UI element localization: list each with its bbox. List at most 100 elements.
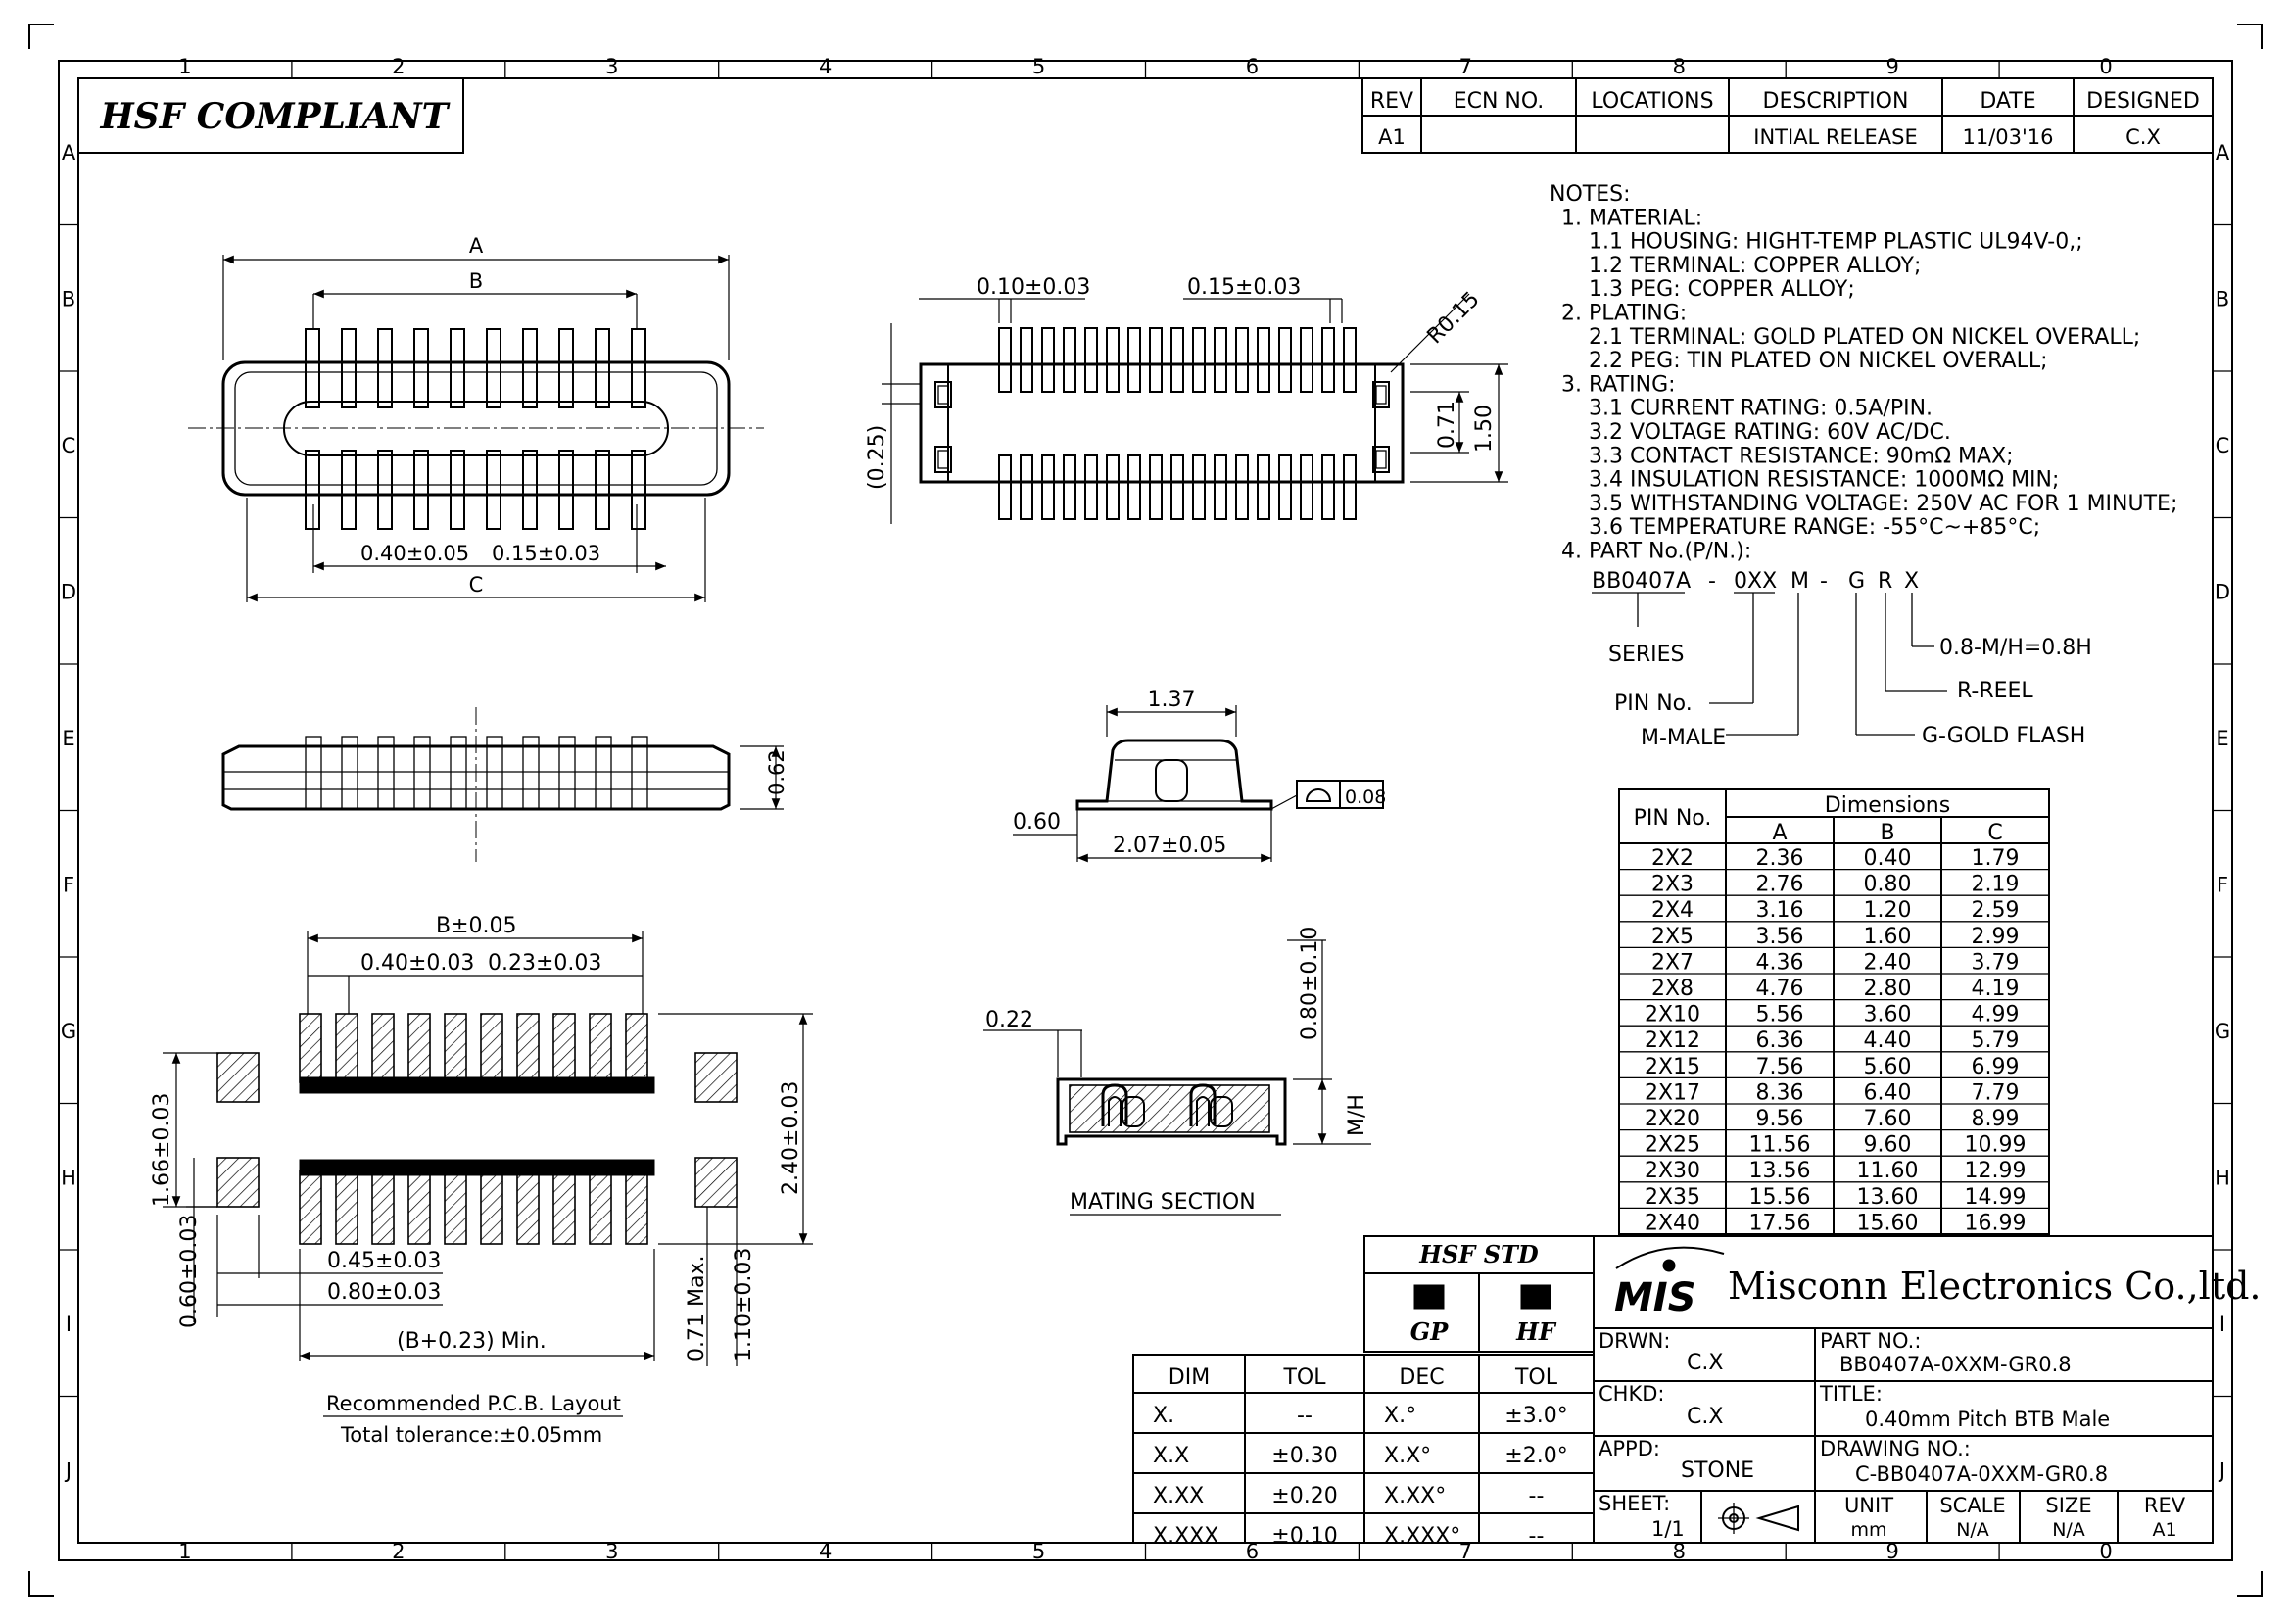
dim-table-cell: 2X12 — [1645, 1028, 1700, 1053]
detail-pin-upper — [1106, 327, 1120, 393]
top-pin-upper — [522, 328, 538, 408]
zone-col-bottom: 4 — [819, 1540, 832, 1563]
zone-row-right: E — [2216, 727, 2228, 750]
dim-table-cell: 2X30 — [1645, 1159, 1700, 1183]
end-dim-width: 1.37 — [1148, 688, 1196, 712]
dim-table-col-header: A — [1772, 821, 1787, 845]
note-line: 1.2 TERMINAL: COPPER ALLOY; — [1589, 254, 1921, 278]
dim-table-cell: 2X2 — [1651, 846, 1694, 871]
zone-col-top: 9 — [1885, 55, 1898, 78]
note-line: 3.1 CURRENT RATING: 0.5A/PIN. — [1589, 397, 1933, 421]
detail-pin-lower — [1106, 454, 1120, 520]
zone-col-bottom: 0 — [2099, 1540, 2112, 1563]
tol-table-header: TOL — [1282, 1365, 1326, 1390]
top-pin-lower — [450, 450, 465, 530]
zone-row-left: A — [62, 141, 76, 165]
dim-table-cell: 2X3 — [1651, 873, 1694, 897]
tol-table-cell: -- — [1529, 1484, 1545, 1508]
dim-table-cell: 2.59 — [1972, 898, 2020, 923]
side-pin — [558, 736, 576, 810]
tol-table-cell: X.XXX — [1153, 1524, 1218, 1549]
pn-reel-label: R-REEL — [1957, 679, 2033, 703]
mating-section: 0.22 0.80±0.10 M/H MATING SECTION — [983, 927, 1371, 1216]
pn-gold-label: G-GOLD FLASH — [1922, 724, 2085, 748]
dim-table-cell: 2X10 — [1645, 1003, 1700, 1027]
pn-code-series: BB0407A — [1592, 569, 1691, 594]
pcb-pad-upper — [335, 1013, 358, 1083]
end-dim-base: 2.07±0.05 — [1113, 834, 1226, 858]
end-view: 1.37 0.08 0.60 2.07±0.05 — [1013, 688, 1386, 863]
pcb-pad-upper — [407, 1013, 431, 1083]
dim-table-cell: 3.60 — [1864, 1003, 1912, 1027]
pcb-pad-upper — [480, 1013, 503, 1083]
pn-code-package: R — [1878, 569, 1892, 594]
zone-col-bottom: 6 — [1246, 1540, 1259, 1563]
tol-table-cell: X.° — [1384, 1404, 1416, 1428]
pcb-dim-max: 0.71 Max. — [685, 1256, 709, 1361]
dim-table-cell: 10.99 — [1965, 1133, 2027, 1158]
detail-dim-small: 0.71 — [1435, 401, 1459, 449]
side-pin — [305, 736, 322, 810]
tol-table-header: DEC — [1399, 1365, 1444, 1390]
unit-value: mm — [1850, 1519, 1886, 1541]
company-name: Misconn Electronics Co.,ltd. — [1728, 1265, 2262, 1308]
detail-pin-lower — [1127, 454, 1141, 520]
dim-table-cell: 0.40 — [1864, 846, 1912, 871]
pcb-pad-upper — [299, 1013, 322, 1083]
sheet-value: 1/1 — [1651, 1517, 1685, 1541]
dim-table-cell: 5.79 — [1972, 1028, 2020, 1053]
detail-pin-upper — [1343, 327, 1357, 393]
dim-table-cell: 2.99 — [1972, 925, 2020, 949]
zone-row-right: J — [2218, 1458, 2225, 1482]
side-pin — [450, 736, 467, 810]
zone-col-top: 5 — [1032, 55, 1045, 78]
detail-pin-lower — [1149, 454, 1163, 520]
detail-pin-lower — [1020, 454, 1033, 520]
dim-table-cell: 2X20 — [1645, 1107, 1700, 1131]
tol-table-cell: X.XX — [1153, 1484, 1204, 1508]
detail-pin-lower — [1300, 454, 1313, 520]
side-pin — [341, 736, 358, 810]
detail-pin-upper — [1192, 327, 1206, 393]
dim-table-cell: 2X35 — [1645, 1185, 1700, 1210]
dim-table-cell: 2X15 — [1645, 1055, 1700, 1079]
part-no-value: BB0407A-0XXM-GR0.8 — [1839, 1353, 2072, 1376]
dim-table-cell: 17.56 — [1749, 1211, 1811, 1235]
pcb-pad-lower — [371, 1170, 395, 1245]
dim-table-cell: 5.60 — [1864, 1055, 1912, 1079]
detail-dim-radius: R0.15 — [1423, 287, 1485, 349]
zone-col-bottom: 8 — [1673, 1540, 1686, 1563]
detail-pin-upper — [1127, 327, 1141, 393]
pcb-dim-b: B±0.05 — [436, 914, 517, 938]
side-pin — [522, 736, 540, 810]
zone-col-bottom: 3 — [605, 1540, 618, 1563]
dim-table-cell: 4.36 — [1756, 950, 1804, 975]
mating-dim-mh: M/H — [1345, 1094, 1369, 1136]
note-line: NOTES: — [1550, 182, 1631, 207]
dim-table-cell: 2.76 — [1756, 873, 1804, 897]
pcb-caption: Recommended P.C.B. Layout — [326, 1392, 621, 1415]
dim-table-cell: 3.56 — [1756, 925, 1804, 949]
pcb-peg-pad-tr — [694, 1052, 738, 1103]
scale-label: SCALE — [1939, 1494, 2005, 1517]
detail-pin-upper — [1235, 327, 1249, 393]
top-pin-upper — [377, 328, 393, 408]
zone-col-bottom: 9 — [1885, 1540, 1898, 1563]
dim-table-cell: 2X25 — [1645, 1133, 1700, 1158]
tol-table-cell: -- — [1297, 1404, 1313, 1428]
pcb-layout: B±0.05 0.40±0.03 0.23±0.03 1.66±0.03 0.6… — [150, 914, 813, 1447]
corner-marks — [28, 24, 2263, 1597]
detail-dim-gap: 0.15±0.03 — [1187, 275, 1301, 300]
note-line: 1.1 HOUSING: HIGHT-TEMP PLASTIC UL94V-0,… — [1589, 230, 2083, 255]
top-pin-lower — [341, 450, 357, 530]
detail-view: 0.10±0.03 0.15±0.03 R0.15 (0.25) 0.71 1.… — [865, 275, 1508, 524]
zone-col-top: 3 — [605, 55, 618, 78]
dim-table-cell: 8.36 — [1756, 1080, 1804, 1105]
zone-col-top: 7 — [1459, 55, 1472, 78]
detail-pin-upper — [1278, 327, 1292, 393]
pcb-pad-lower — [589, 1170, 612, 1245]
zone-col-bottom: 5 — [1032, 1540, 1045, 1563]
zone-col-top: 0 — [2099, 55, 2112, 78]
dim-table-cell: 2X7 — [1651, 950, 1694, 975]
